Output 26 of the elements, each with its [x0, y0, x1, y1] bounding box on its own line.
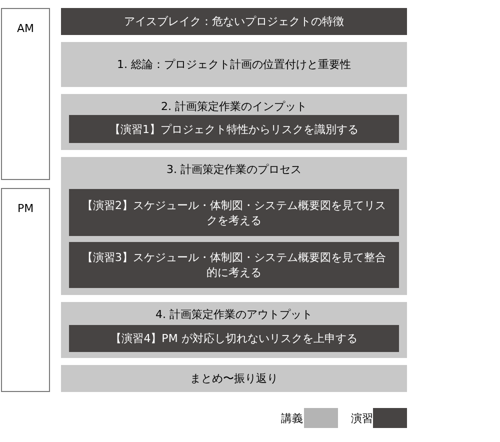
- exercise-box: [69, 242, 399, 288]
- session-title: 【演習4】PM が対応し切れないリスクを上申する: [110, 331, 358, 346]
- exercise-box: [69, 189, 399, 236]
- session-title: アイスブレイク：危ないプロジェクトの特徴: [124, 14, 344, 29]
- lecture-box: [61, 365, 407, 392]
- section-title: 3. 計画策定作業のプロセス: [166, 162, 302, 177]
- section-title: 2. 計画策定作業のインプット: [161, 99, 307, 114]
- time-slot-box: [1, 188, 50, 392]
- session-title: まとめ〜振り返り: [190, 371, 278, 386]
- exercise-box: [61, 8, 407, 35]
- session-title: 1. 総論：プロジェクト計画の位置付けと重要性: [117, 57, 351, 72]
- session-title: 【演習2】スケジュール・体制図・システム概要図を見てリスクを考える: [81, 198, 387, 228]
- legend-label: 演習: [351, 411, 373, 426]
- session-title: 【演習1】プロジェクト特性からリスクを識別する: [110, 122, 358, 136]
- lecture-box: [61, 94, 407, 150]
- lecture-box: [61, 157, 407, 295]
- time-slot-box: [1, 8, 50, 180]
- time-label: AM: [16, 21, 34, 36]
- lecture-box: [61, 302, 407, 358]
- legend-label: 講義: [281, 411, 303, 426]
- section-title: 4. 計画策定作業のアウトプット: [156, 307, 312, 322]
- lecture-box: [61, 42, 407, 87]
- exercise-box: [69, 115, 399, 143]
- session-title: 【演習3】スケジュール・体制図・システム概要図を見て整合的に考える: [81, 250, 387, 280]
- time-label: PM: [17, 201, 34, 216]
- exercise-box: [69, 325, 399, 352]
